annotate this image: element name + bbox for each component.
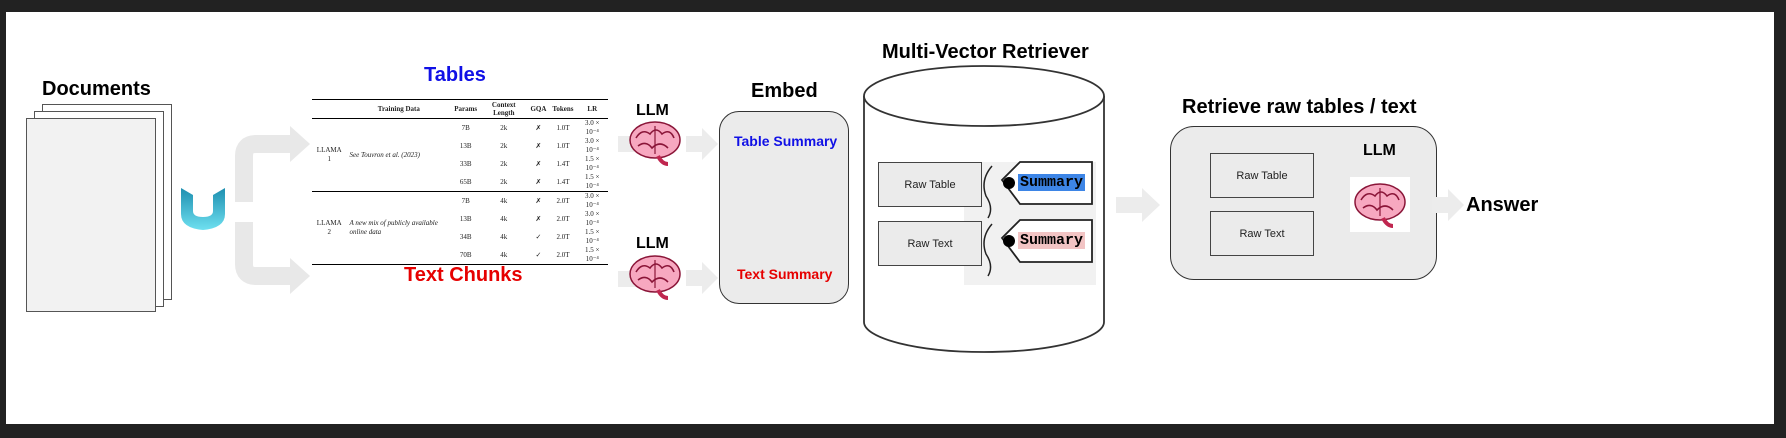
brain-icon [629, 255, 681, 300]
text-summary-label: Text Summary [737, 266, 833, 282]
table-header-cell [312, 100, 347, 119]
split-arrows [235, 126, 310, 294]
table-header-row: Training Data Params Context Length GQA … [312, 100, 608, 119]
table-cell: 2.0T [549, 191, 577, 210]
table-cell: 1.4T [556, 177, 570, 186]
table-cell: 1.5 × 10⁻⁴ [585, 155, 600, 172]
table-cell: 3.0 × 10⁻⁴ [585, 210, 600, 227]
table-cell: 4k [500, 214, 508, 223]
table-cell: 4k [500, 232, 508, 241]
table-row: 13B 2k ✗ 1.0T 3.0 × 10⁻⁴ [312, 137, 608, 155]
table-cell: 13B [459, 214, 472, 223]
summary-1-label: Summary [1018, 174, 1086, 191]
table-cell: ✗ [535, 159, 542, 168]
answer-label: Answer [1466, 194, 1539, 216]
table-cell: 2.0T [556, 214, 570, 223]
retrieve-raw-table-box: Raw Table [1210, 153, 1314, 198]
table-cell: 65B [459, 177, 472, 186]
table-cell: 1.5 × 10⁻⁴ [585, 228, 600, 245]
arrow-right-icon [1432, 189, 1464, 221]
arrow-right-icon [1116, 188, 1160, 222]
table-cell: 2k [500, 159, 508, 168]
table-cell: ✓ [535, 232, 542, 241]
table-cell: 2.0T [556, 250, 570, 259]
table-cell: 70B [459, 250, 472, 259]
table-cell: 7B [451, 191, 481, 210]
table-cell: 1.5 × 10⁻⁴ [585, 173, 600, 190]
table-header-cell: GQA [527, 100, 550, 119]
table-summary-label: Table Summary [734, 133, 838, 149]
table-cell: ✗ [535, 177, 542, 186]
table-cell: 4k [500, 250, 508, 259]
retriever-title: Multi-Vector Retriever [882, 41, 1089, 63]
document-page-front [26, 118, 156, 312]
table-cell: ✗ [527, 191, 550, 210]
table-cell: 1.5 × 10⁻⁴ [585, 246, 600, 263]
table-cell: 13B [459, 141, 472, 150]
raw-table-box: Raw Table [878, 162, 982, 207]
text-chunks-title: Text Chunks [404, 264, 523, 286]
table-cell: 2k [500, 123, 508, 132]
table-cell: ✗ [535, 141, 542, 150]
arrow-right-icon [686, 128, 718, 160]
embed-title: Embed [751, 80, 818, 102]
training-data: A new mix of publicly available online d… [346, 191, 452, 264]
model-name: LLAMA 2 [312, 191, 347, 264]
embed-box [719, 111, 849, 304]
table-cell: 2.0T [556, 232, 570, 241]
table-header-cell: Context Length [480, 100, 528, 119]
table-cell: 3.0 × 10⁻⁴ [585, 137, 600, 154]
table-cell: 1.4T [556, 159, 570, 168]
table-row: 70B 4k ✓ 2.0T 1.5 × 10⁻⁴ [312, 246, 608, 264]
table-cell: 1.0T [556, 141, 570, 150]
table-cell: 7B [461, 123, 470, 132]
documents-title: Documents [42, 78, 151, 100]
table-row: LLAMA 1 See Touvron et al. (2023) 7B 2k … [312, 119, 608, 163]
tables-title: Tables [424, 64, 486, 86]
training-data: See Touvron et al. (2023) [349, 150, 420, 159]
table-cell: ✗ [535, 214, 542, 223]
diagram-canvas: Documents Tables Training Data Params Co… [6, 12, 1774, 424]
table-row: 33B 2k ✗ 1.4T 1.5 × 10⁻⁴ [312, 155, 608, 173]
retrieve-llm-label: LLM [1363, 142, 1396, 159]
table-cell: 2k [500, 141, 508, 150]
table-header-cell: Params [451, 100, 481, 119]
table-header-cell: LR [576, 100, 608, 119]
llama-table: Training Data Params Context Length GQA … [312, 99, 608, 265]
table-cell: ✓ [535, 250, 542, 259]
table-cell: 3.0 × 10⁻⁴ [585, 119, 600, 136]
table-cell: 4k [480, 191, 528, 210]
unstructured-logo-icon [181, 188, 225, 230]
model-name: LLAMA 1 [316, 146, 342, 163]
table-row: LLAMA 2 A new mix of publicly available … [312, 191, 608, 264]
brain-icon [629, 121, 681, 166]
table-header-cell: Tokens [549, 100, 577, 119]
llm-bottom-label: LLM [636, 235, 669, 252]
table-cell: 33B [459, 159, 472, 168]
table-row: 65B 2k ✗ 1.4T 1.5 × 10⁻⁴ [312, 173, 608, 192]
table-cell: 3.0 × 10⁻⁴ [576, 191, 608, 210]
raw-text-box: Raw Text [878, 221, 982, 266]
table-cell: ✗ [535, 123, 542, 132]
retrieve-raw-text-box: Raw Text [1210, 211, 1314, 256]
table-row: 34B 4k ✓ 2.0T 1.5 × 10⁻⁴ [312, 228, 608, 246]
arrow-right-icon [686, 262, 718, 294]
table-row: 13B 4k ✗ 2.0T 3.0 × 10⁻⁴ [312, 210, 608, 228]
retrieve-title: Retrieve raw tables / text [1182, 96, 1417, 118]
table-header-cell: Training Data [346, 100, 452, 119]
table-cell: 2k [500, 177, 508, 186]
summary-2-label: Summary [1018, 232, 1086, 249]
table-cell: 34B [459, 232, 472, 241]
brain-icon [1354, 183, 1406, 228]
llm-top-label: LLM [636, 102, 669, 119]
table-cell: 1.0T [556, 123, 570, 132]
